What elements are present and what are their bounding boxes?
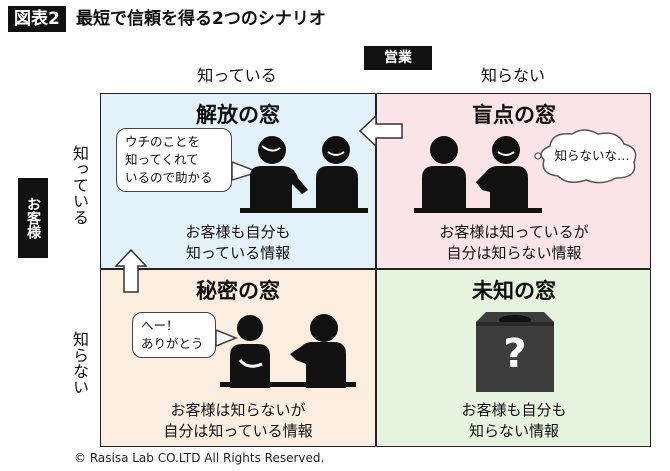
bubble-line: ウチのことを: [125, 134, 201, 149]
arrow-up-icon: [114, 248, 148, 293]
unknown-window-title: 未知の窓: [472, 279, 556, 303]
hidden-window-desc-1: お客様は知らないが: [170, 401, 306, 419]
customer-axis-label: お客様: [18, 178, 48, 258]
open-window-desc-1: お客様も自分も: [185, 223, 291, 241]
sales-axis-label: 営業: [364, 46, 432, 70]
figure-tag: 図表2: [8, 6, 66, 32]
two-people-explaining-icon: [215, 314, 356, 388]
bubble-tail-icon: [215, 328, 239, 348]
two-people-icon: [414, 136, 542, 213]
page-title: 最短で信頼を得る2つのシナリオ: [76, 9, 326, 29]
arrow-left-icon: [358, 114, 403, 148]
col-header-known: 知っている: [197, 66, 277, 85]
mystery-box-icon: [476, 312, 554, 392]
hidden-window-desc-2: 自分は知っている情報: [163, 422, 313, 440]
thought-bubble-icon: [534, 129, 637, 184]
hidden-window-speech-bubble: へー！ ありがとう: [132, 312, 216, 358]
bubble-line: ありがとう: [141, 336, 204, 351]
row-header-known: 知っている: [70, 145, 89, 225]
bubble-tail-icon: [232, 161, 261, 181]
bubble-line: いるので助かる: [125, 170, 213, 185]
copyright-credit: © Rasisa Lab CO.LTD All Rights Reserved.: [74, 451, 325, 465]
blind-window-title: 盲点の窓: [472, 103, 556, 127]
bubble-line: 知ってくれて: [125, 152, 199, 167]
open-window-speech-bubble: ウチのことを 知ってくれて いるので助かる: [116, 128, 232, 192]
col-header-unknown: 知らない: [480, 66, 545, 85]
row-header-unknown: 知らない: [70, 331, 89, 395]
two-people-talking-icon: [232, 136, 368, 213]
open-window-desc-2: 知っている情報: [185, 244, 291, 262]
unknown-window-desc-1: お客様も自分も: [461, 401, 567, 419]
blind-window-desc-1: お客様は知っているが: [439, 223, 589, 241]
question-mark-icon: ?: [503, 331, 527, 377]
unknown-window-desc-2: 知らない情報: [468, 422, 559, 440]
hidden-window-title: 秘密の窓: [196, 279, 280, 303]
blind-window-desc-2: 自分は知らない情報: [446, 244, 582, 262]
bubble-line: へー！: [141, 318, 179, 333]
thought-bubble-text: 知らないな…: [554, 148, 630, 163]
open-window-title: 解放の窓: [196, 103, 280, 127]
